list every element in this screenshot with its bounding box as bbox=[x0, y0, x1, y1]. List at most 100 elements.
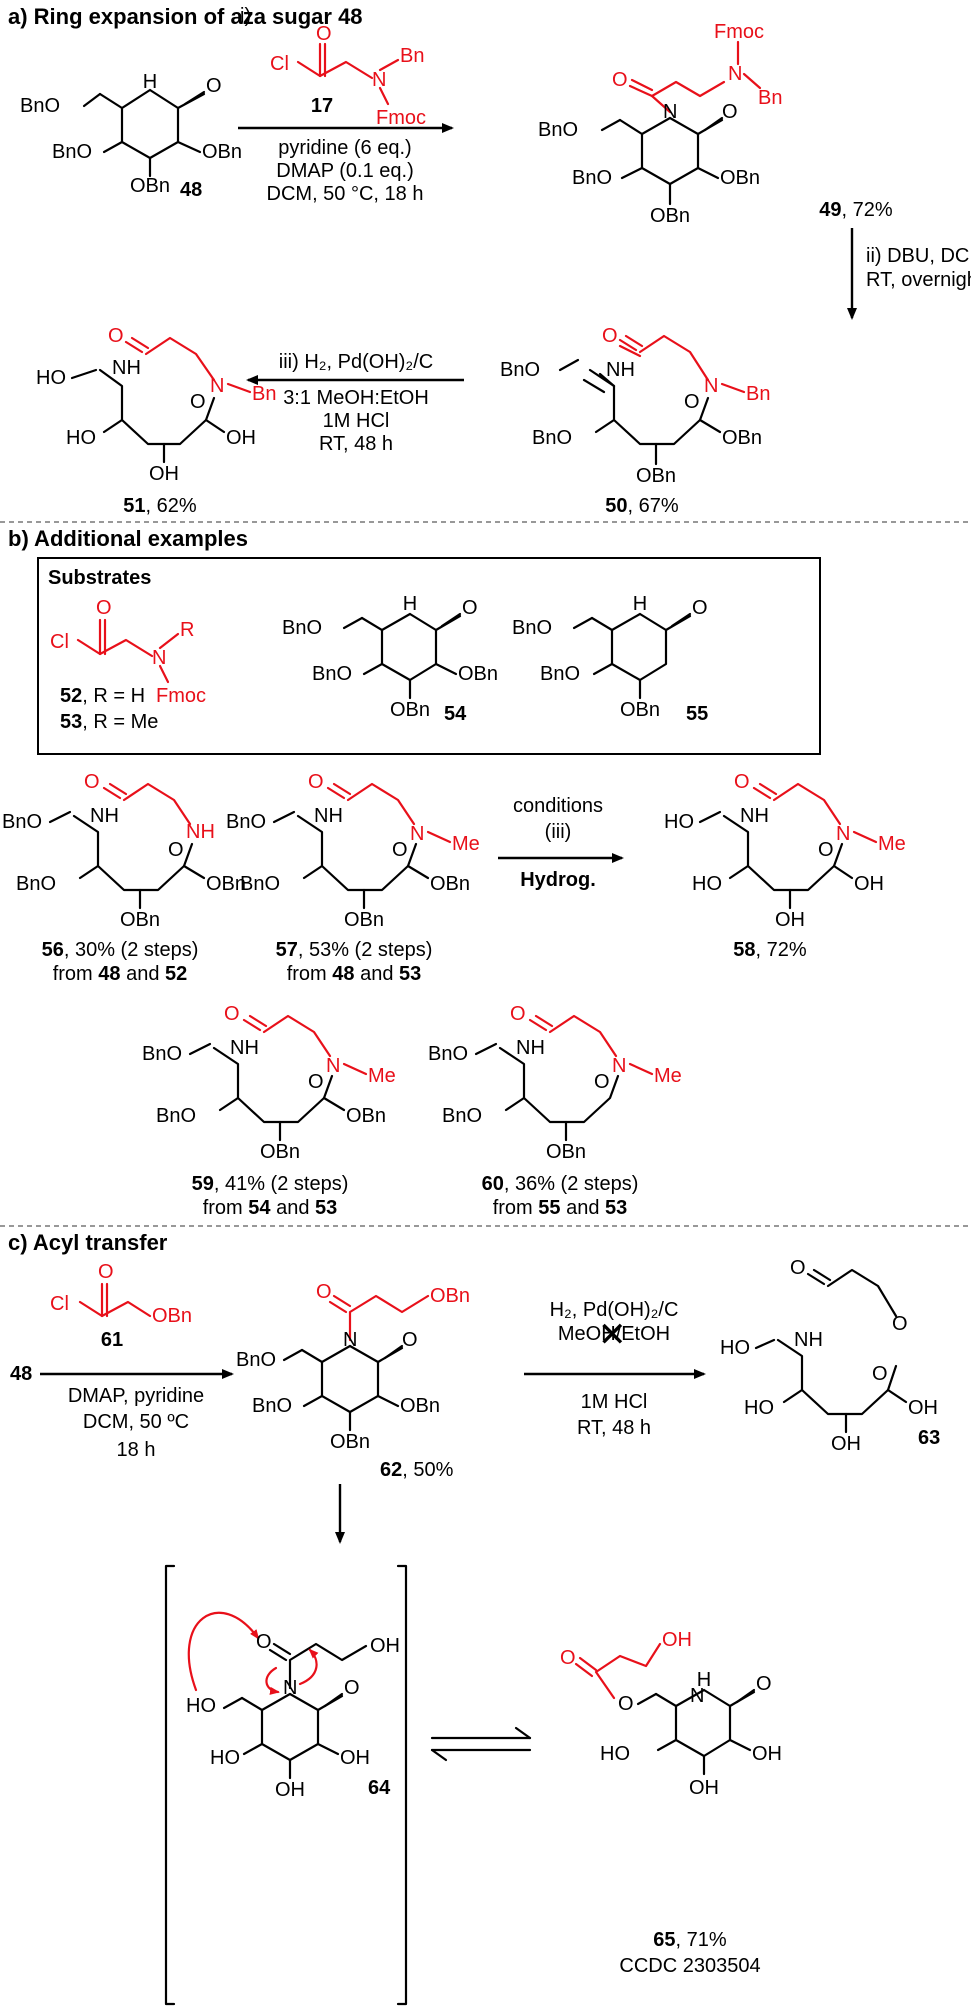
atom-n: N bbox=[372, 69, 386, 91]
atom-obn: OBn bbox=[430, 1285, 470, 1307]
reagent-label: 17 bbox=[311, 95, 333, 117]
atom-o: O bbox=[594, 1071, 610, 1093]
atom-h: H bbox=[633, 593, 647, 615]
atom-bno: BnO bbox=[226, 811, 266, 833]
atom-o: O bbox=[168, 839, 184, 861]
condition-line: H₂, Pd(OH)₂/C bbox=[550, 1299, 679, 1321]
atom-bno: BnO bbox=[20, 95, 60, 117]
failed-reaction-cross: ✕ bbox=[598, 1316, 627, 1354]
condition-line: DMAP (0.1 eq.) bbox=[276, 160, 413, 182]
atom-n: N bbox=[704, 375, 718, 397]
atom-cl: Cl bbox=[270, 53, 289, 75]
atom-obn: OBn bbox=[390, 699, 430, 721]
atom-bno: BnO bbox=[540, 663, 580, 685]
atom-bno: BnO bbox=[500, 359, 540, 381]
condition-line: (iii) bbox=[545, 821, 572, 843]
atom-obn: OBn bbox=[260, 1141, 300, 1163]
atom-nh: NH bbox=[112, 357, 141, 379]
atom-obn: OBn bbox=[722, 427, 762, 449]
atom-o: O bbox=[510, 1003, 526, 1025]
atom-obn: OBn bbox=[206, 873, 246, 895]
atom-obn: OBn bbox=[120, 909, 160, 931]
atom-n: N bbox=[283, 1677, 297, 1699]
compound-49: N O O N Fmoc Bn BnO BnO OBn OBn 49, 72% bbox=[538, 21, 893, 227]
atom-oh: OH bbox=[226, 427, 256, 449]
compound-60: NH O O N Me BnO BnO OBn 60, 36% (2 steps… bbox=[428, 1003, 682, 1219]
atom-oh: OH bbox=[275, 1779, 305, 1801]
compound-56: NH O O NH BnO BnO OBn OBn 56, 30% (2 ste… bbox=[2, 771, 246, 985]
atom-o: O bbox=[560, 1647, 576, 1669]
condition-line: DMAP, pyridine bbox=[68, 1385, 204, 1407]
atom-bno: BnO bbox=[240, 873, 280, 895]
condition-line: conditions bbox=[513, 795, 603, 817]
atom-bno: BnO bbox=[252, 1395, 292, 1417]
atom-bno: BnO bbox=[52, 141, 92, 163]
atom-ho: HO bbox=[36, 367, 66, 389]
compound-55: H O BnO BnO OBn 55 bbox=[512, 593, 708, 725]
atom-nh: NH bbox=[314, 805, 343, 827]
atom-obn: OBn bbox=[152, 1305, 192, 1327]
compound-label: 57, 53% (2 steps) bbox=[276, 939, 433, 961]
atom-nh: NH bbox=[230, 1037, 259, 1059]
start-compound-label: 48 bbox=[10, 1363, 32, 1385]
atom-o: O bbox=[892, 1313, 908, 1335]
atom-obn: OBn bbox=[636, 465, 676, 487]
atom-bn: Bn bbox=[758, 87, 782, 109]
atom-n: N bbox=[326, 1055, 340, 1077]
compound-54: H O BnO BnO OBn OBn 54 bbox=[282, 593, 498, 725]
atom-h: H bbox=[697, 1669, 711, 1691]
atom-o: O bbox=[692, 597, 708, 619]
section-c-title: c) Acyl transfer bbox=[8, 1230, 168, 1255]
compound-48: H O BnO BnO OBn OBn 48 bbox=[20, 71, 242, 201]
condition-line: pyridine (6 eq.) bbox=[278, 137, 411, 159]
atom-oh: OH bbox=[752, 1743, 782, 1765]
ccdc-number: CCDC 2303504 bbox=[619, 1955, 760, 1977]
atom-o: O bbox=[316, 1281, 332, 1303]
condition-line: 3:1 MeOH:EtOH bbox=[283, 387, 429, 409]
compound-50: NH O O N Bn BnO BnO OBn OBn 50, 67% bbox=[500, 325, 770, 517]
compound-59: NH O O N Me BnO BnO OBn OBn 59, 41% (2 s… bbox=[142, 1003, 396, 1219]
compound-label: 49, 72% bbox=[819, 199, 893, 221]
section-a-title: a) Ring expansion of aza sugar 48 bbox=[8, 4, 363, 29]
atom-n: N bbox=[836, 823, 850, 845]
atom-bn: Bn bbox=[746, 383, 770, 405]
atom-obn: OBn bbox=[202, 141, 242, 163]
atom-o: O bbox=[344, 1677, 360, 1699]
atom-o: O bbox=[756, 1673, 772, 1695]
atom-oh: OH bbox=[908, 1397, 938, 1419]
atom-ho: HO bbox=[664, 811, 694, 833]
atom-ho: HO bbox=[186, 1695, 216, 1717]
atom-bno: BnO bbox=[428, 1043, 468, 1065]
atom-me: Me bbox=[878, 833, 906, 855]
atom-obn: OBn bbox=[620, 699, 660, 721]
atom-oh: OH bbox=[775, 909, 805, 931]
compound-label: 56, 30% (2 steps) bbox=[42, 939, 199, 961]
atom-n: N bbox=[663, 101, 677, 123]
compound-label: 64 bbox=[368, 1777, 391, 1799]
compound-58: NH O O N Me HO HO OH OH 58, 72% bbox=[664, 771, 906, 961]
compound-origin: from 48 and 52 bbox=[53, 963, 188, 985]
atom-oh: OH bbox=[854, 873, 884, 895]
atom-obn: OBn bbox=[344, 909, 384, 931]
atom-fmoc: Fmoc bbox=[156, 685, 206, 707]
atom-o: O bbox=[684, 391, 700, 413]
atom-oh: OH bbox=[149, 463, 179, 485]
atom-o: O bbox=[602, 325, 618, 347]
atom-obn: OBn bbox=[458, 663, 498, 685]
compound-label: 50, 67% bbox=[605, 495, 679, 517]
condition-line: DCM, 50 ºC bbox=[83, 1411, 189, 1433]
atom-r: R bbox=[180, 619, 194, 641]
atom-o: O bbox=[98, 1261, 114, 1283]
atom-o: O bbox=[818, 839, 834, 861]
atom-o: O bbox=[206, 75, 222, 97]
atom-ho: HO bbox=[744, 1397, 774, 1419]
atom-n: N bbox=[210, 375, 224, 397]
reagent-label: 61 bbox=[101, 1329, 123, 1351]
compound-origin: from 48 and 53 bbox=[287, 963, 422, 985]
step-number: i) bbox=[240, 5, 251, 27]
atom-fmoc: Fmoc bbox=[714, 21, 764, 43]
compound-57: NH O O N Me BnO BnO OBn OBn 57, 53% (2 s… bbox=[226, 771, 480, 985]
atom-o: O bbox=[392, 839, 408, 861]
atom-oh: OH bbox=[689, 1777, 719, 1799]
